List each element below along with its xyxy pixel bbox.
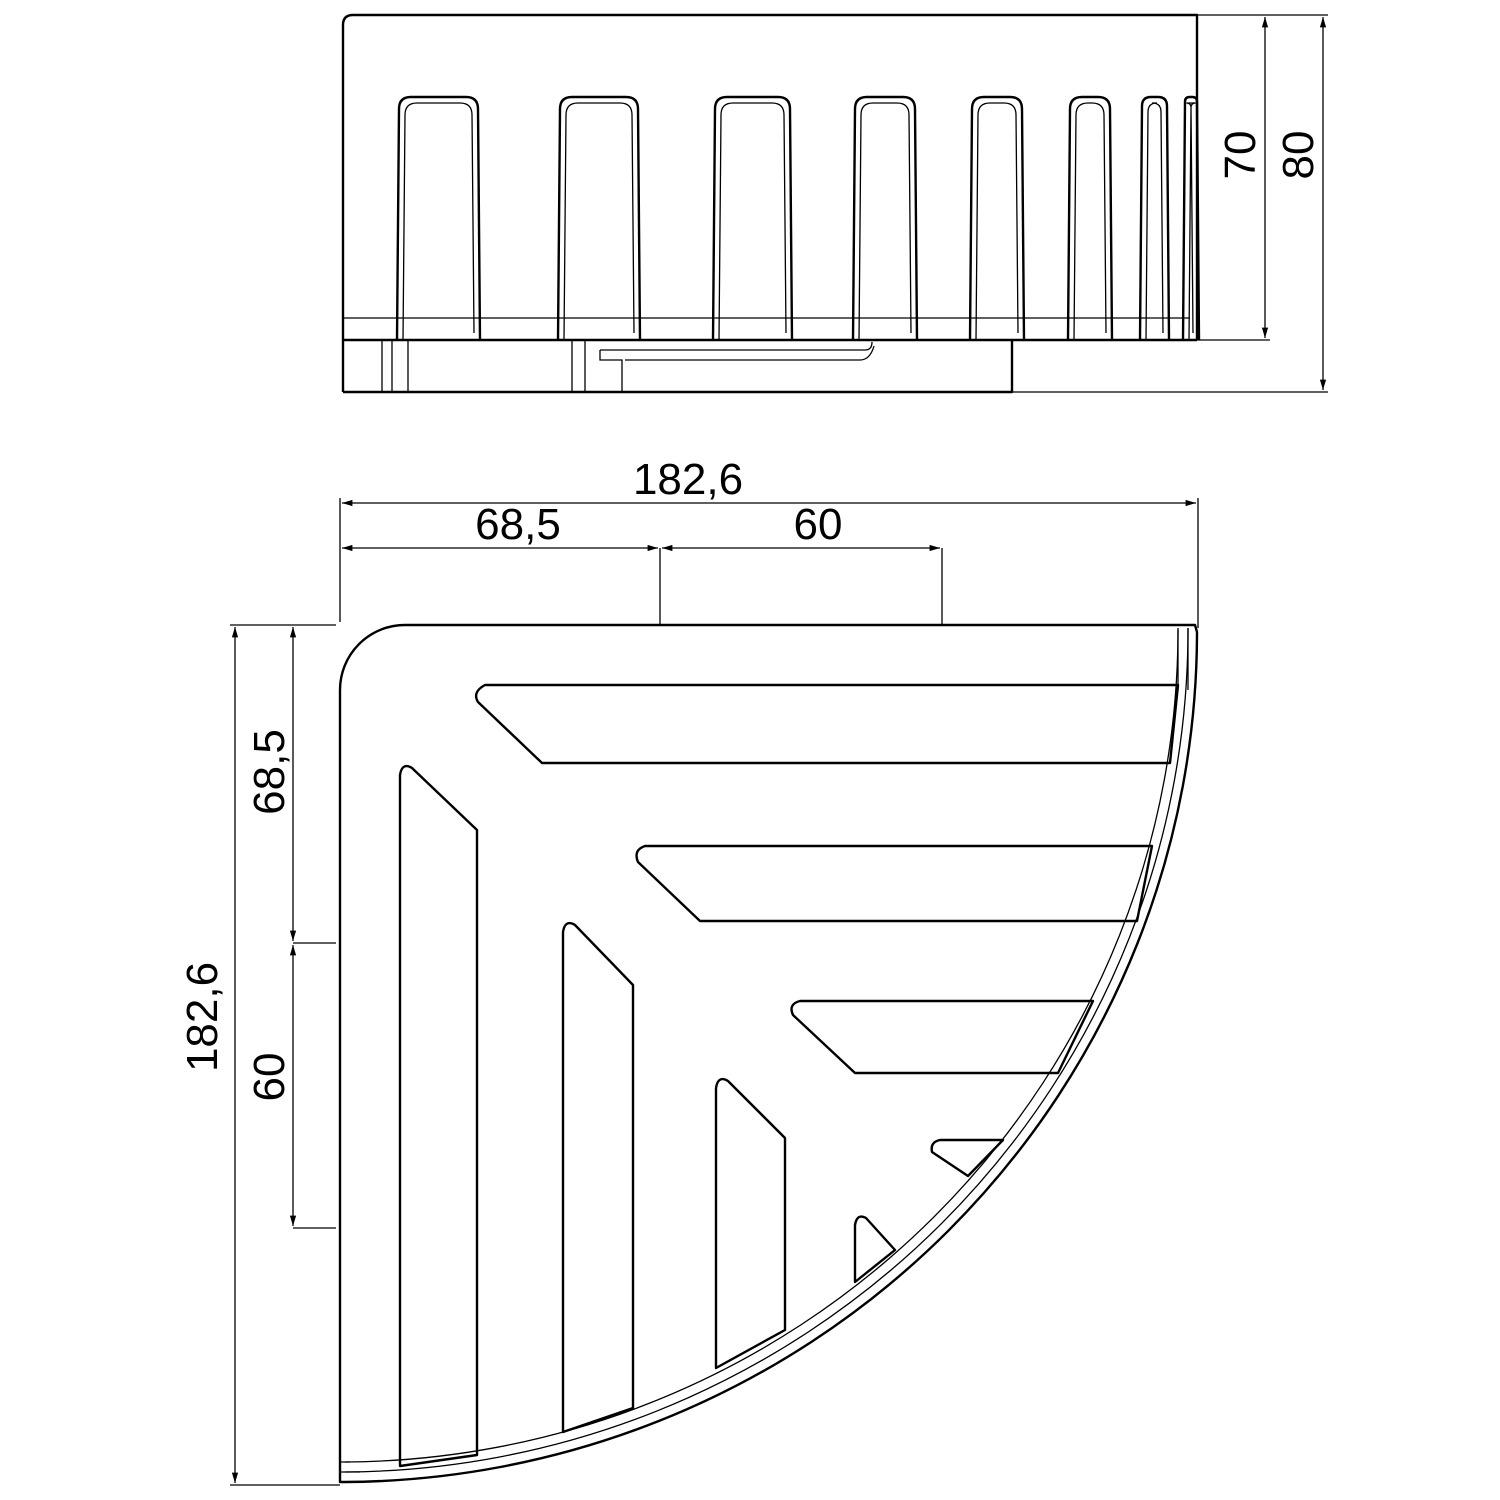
dim-label-spacing-depth: 60 xyxy=(245,1053,294,1102)
plan-view xyxy=(338,623,1199,1484)
dim-label-offset-width: 68,5 xyxy=(475,500,561,549)
dim-label-overall-width: 182,6 xyxy=(633,455,743,504)
rim-end-detail xyxy=(340,628,1189,1473)
side-slot xyxy=(1138,95,1171,341)
side-slot xyxy=(711,95,794,341)
side-slots xyxy=(395,95,1201,341)
side-slot-inner xyxy=(1073,102,1107,341)
rim-inner-arc-2 xyxy=(344,629,1179,1463)
side-slot xyxy=(556,95,642,341)
side-slot-inner xyxy=(402,102,475,341)
dim-label-80: 80 xyxy=(1274,131,1323,180)
slot-vertical xyxy=(853,1215,897,1284)
slot-horizontal xyxy=(930,1138,1005,1178)
extension-line xyxy=(1012,14,1328,393)
foot-outline xyxy=(343,340,1014,394)
side-slot xyxy=(851,95,919,341)
slot-horizontal xyxy=(790,999,1095,1075)
slot-horizontal xyxy=(635,844,1154,923)
dim-label-70: 70 xyxy=(1216,131,1265,180)
side-dimensions: 70 80 xyxy=(1012,14,1328,393)
dim-label-spacing-width: 60 xyxy=(794,500,843,549)
side-slot-inner xyxy=(858,102,912,341)
side-slot-inner xyxy=(718,102,787,341)
slot-horizontal xyxy=(474,683,1180,765)
side-slot xyxy=(1181,95,1201,341)
side-slot xyxy=(1066,95,1114,341)
slot-vertical xyxy=(398,764,479,1468)
side-slot xyxy=(395,95,482,341)
side-slot-inner xyxy=(1145,102,1164,341)
side-slot-inner xyxy=(563,102,635,341)
dim-label-offset-depth: 68,5 xyxy=(245,729,294,815)
foot-detail xyxy=(381,340,875,392)
plan-outline xyxy=(338,623,1199,1484)
side-view xyxy=(341,13,1201,394)
slot-vertical xyxy=(714,1077,787,1370)
extension-line xyxy=(230,498,1199,1486)
side-view-outline xyxy=(341,13,1199,392)
dim-label-overall-depth: 182,6 xyxy=(178,962,227,1072)
side-slot xyxy=(968,95,1026,341)
plan-dimensions: 182,6 68,5 60 182,6 68,5 60 xyxy=(178,455,1199,1486)
side-slot-inner xyxy=(1186,102,1196,341)
slot-vertical xyxy=(561,921,635,1434)
side-slot-inner xyxy=(975,102,1019,341)
rim-inner-arc-1 xyxy=(344,627,1189,1473)
